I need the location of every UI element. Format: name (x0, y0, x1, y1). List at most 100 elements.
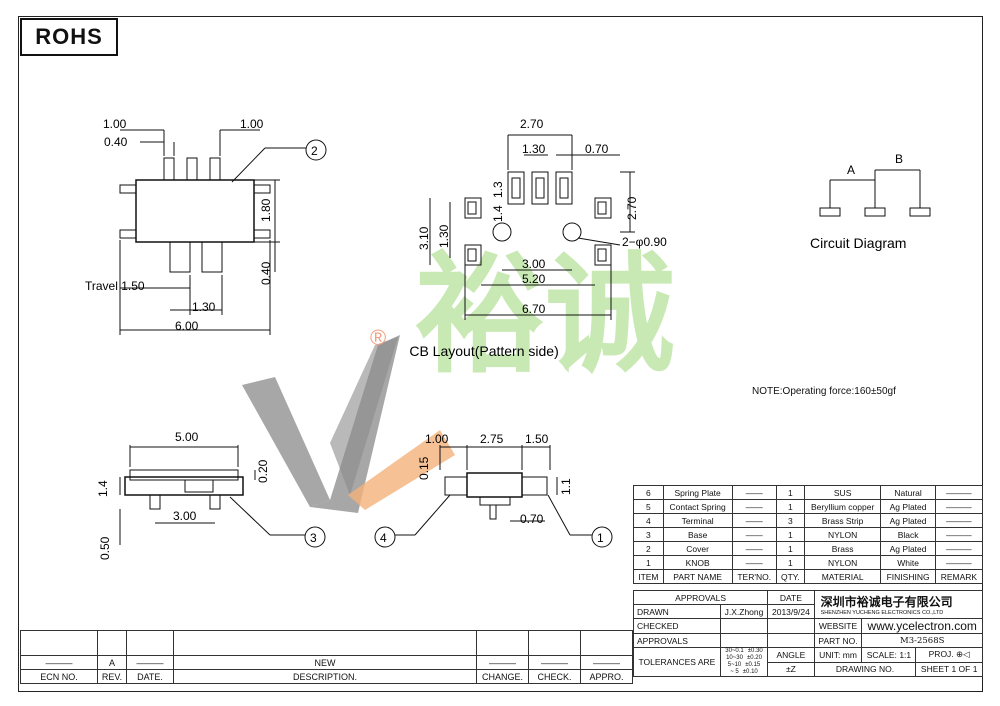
appro-header: APPRO. (580, 669, 633, 684)
approvals-header: APPROVALS (632, 590, 769, 605)
bom-material: NYLON (803, 555, 882, 570)
dim-body-height: 1.80 (259, 198, 273, 222)
partno-value: M3-2568S (861, 633, 983, 648)
front-view: 5.00 0.20 1.4 3.00 0.50 3 (96, 430, 326, 560)
dim-hole-diameter: 2−φ0.90 (622, 235, 667, 249)
bom-ter: —— (731, 485, 777, 500)
bom-header-remark: REMARK (934, 569, 984, 584)
bom-qty: 1 (775, 541, 805, 556)
bom-header-name: PART NAME (662, 569, 733, 584)
callout-1: 1 (597, 531, 604, 545)
title-block: APPROVALS DATE 深圳市裕诚电子有限公司 SHENZHEN YUCH… (632, 590, 984, 677)
rev-header: REV. (97, 669, 127, 684)
bom-header-material: MATERIAL (803, 569, 882, 584)
scale-value: 1:1 (899, 649, 912, 660)
bom-material: Brass (803, 541, 882, 556)
dim-end-height: 1.1 (559, 478, 573, 495)
registered-mark: ® (370, 325, 386, 350)
bom-finishing: White (880, 555, 936, 570)
bom-finishing: Ag Plated (880, 513, 936, 528)
dim-knob-height: 0.40 (259, 261, 273, 285)
revision-desc: NEW (173, 655, 477, 670)
partno-label: PART NO. (813, 633, 863, 648)
bom-qty: 1 (775, 485, 805, 500)
date-header: DATE (767, 590, 815, 605)
circuit-title: Circuit Diagram (810, 235, 906, 251)
bom-item-number: 1 (633, 555, 664, 570)
dim-end-top: 0.15 (417, 456, 431, 480)
tolerance-row: ~ 5±0.10 (721, 669, 767, 676)
bom-material: Beryllium copper (803, 499, 882, 514)
bom-finishing: Natural (880, 485, 936, 500)
date-col-header: DATE. (126, 669, 174, 684)
bom-remark: ——— (934, 513, 984, 528)
dim-pcb-pad-height: 1.3 (491, 181, 505, 198)
dim-overall-length: 6.00 (175, 319, 199, 333)
bom-name: Cover (662, 541, 733, 556)
bom-header-ter: TER'NO. (731, 569, 777, 584)
bom-name: Spring Plate (662, 485, 733, 500)
drawn-by: J.X.Zhong (719, 604, 769, 619)
pcb-layout: 2.70 1.30 0.70 1.3 1.4 2.70 3.10 1.30 2−… (410, 117, 667, 359)
dim-pcb-pad-width: 0.70 (585, 142, 609, 156)
projection-label: PROJ. (928, 649, 954, 660)
bom-finishing: Ag Plated (880, 541, 936, 556)
company-block: 深圳市裕诚电子有限公司 SHENZHEN YUCHENG ELECTRONICS… (813, 590, 984, 619)
revision-block: ———A——— NEW————————— ECN NO. REV. DATE. … (20, 630, 633, 684)
approvals-label: APPROVALS (633, 633, 721, 648)
bom-material: NYLON (803, 527, 882, 542)
dim-pin-width: 0.40 (104, 135, 128, 149)
bom-ter: —— (731, 499, 777, 514)
dim-front-width: 5.00 (175, 430, 199, 444)
projection-icon: ⊕◁ (956, 649, 970, 660)
description-header: DESCRIPTION. (173, 669, 477, 684)
end-view: 1.00 2.75 1.50 0.15 1.1 0.70 4 1 (374, 432, 613, 548)
bom-qty: 1 (775, 499, 805, 514)
drawing-no-label: DRAWING NO. (813, 661, 917, 677)
watermark-logo: ® 裕诚 (242, 242, 675, 513)
side-view: 1.00 0.40 1.00 1.80 0.40 Travel 1.50 1.3… (85, 117, 327, 335)
ecn-header: ECN NO. (20, 669, 98, 684)
bom-item-number: 4 (633, 513, 664, 528)
callout-2: 2 (311, 144, 318, 158)
bom-remark: ——— (934, 527, 984, 542)
dim-pcb-outer-pitch: 2.70 (520, 117, 544, 131)
tolerance-value: ±0.15 (745, 662, 761, 668)
dim-pcb-row-height: 2.70 (625, 196, 639, 220)
bom-material: Brass Strip (803, 513, 882, 528)
circuit-label-a: A (847, 163, 855, 177)
bom-name: Base (662, 527, 733, 542)
bom-item-number: 5 (633, 499, 664, 514)
dim-knob-width: 1.30 (192, 300, 216, 314)
dim-end-left: 1.00 (425, 432, 449, 446)
angle-label: ANGLE (767, 647, 815, 663)
dim-end-pin: 0.70 (520, 512, 544, 526)
dim-end-right: 1.50 (525, 432, 549, 446)
tolerance-label: TOLERANCES ARE (633, 647, 721, 677)
bom-header-qty: QTY. (775, 569, 805, 584)
bom-ter: —— (731, 527, 777, 542)
dim-front-pitch: 3.00 (173, 509, 197, 523)
dim-front-cover: 0.20 (256, 459, 270, 483)
angle-value: ±Z (767, 661, 815, 677)
dim-end-mid: 2.75 (480, 432, 504, 446)
drawn-date: 2013/9/24 (767, 604, 815, 619)
bom-qty: 1 (775, 555, 805, 570)
bom-finishing: Ag Plated (880, 499, 936, 514)
revision-rev: A (97, 655, 127, 670)
bom-name: Terminal (662, 513, 733, 528)
callout-4: 4 (380, 531, 387, 545)
dim-pcb-total-height: 3.10 (417, 226, 431, 250)
operating-note: NOTE:Operating force:160±50gf (752, 386, 896, 397)
tolerance-row: 10~30±0.20 (721, 655, 767, 662)
dim-mount-pitch: 5.20 (522, 272, 546, 286)
company-name-en: SHENZHEN YUCHENG ELECTRONICS CO.,LTD (820, 610, 944, 616)
